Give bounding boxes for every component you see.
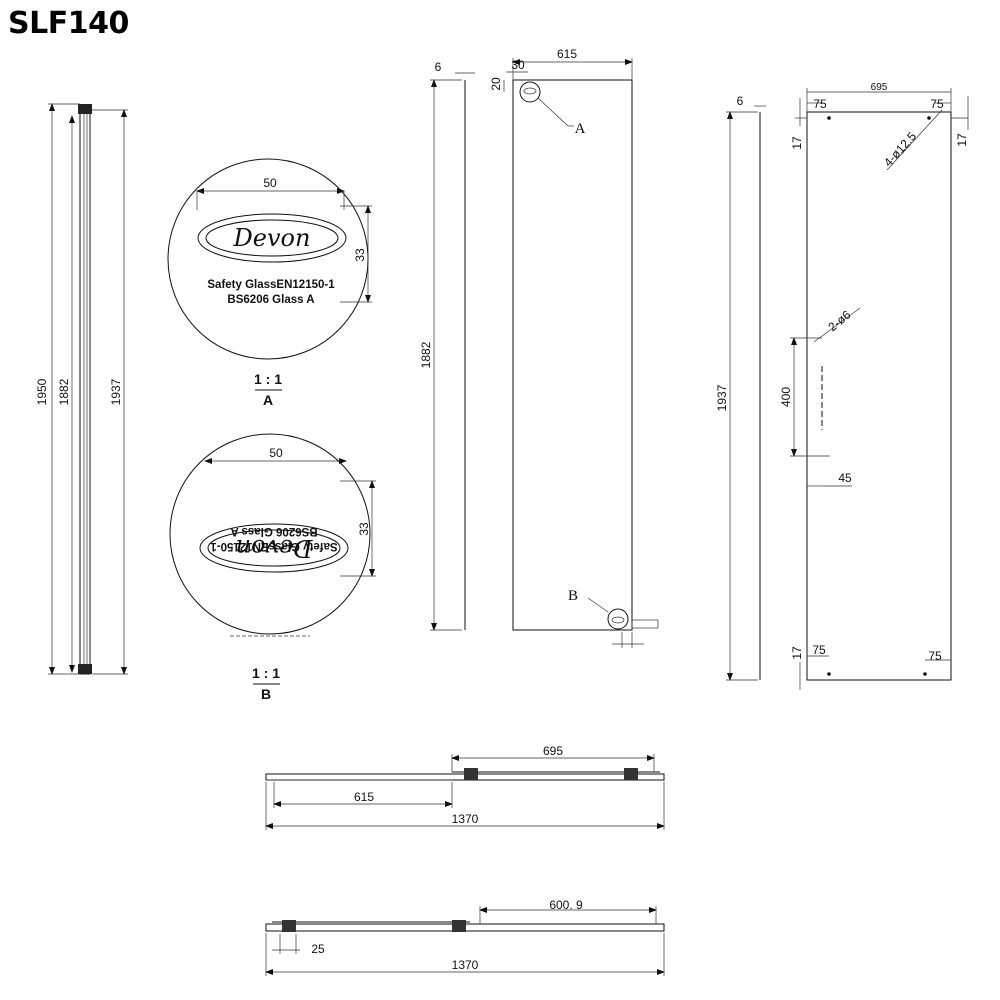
- plan-open-roller: [452, 920, 466, 932]
- logo-marker-b-inner: [611, 616, 625, 624]
- detail-b-rotated-content: Safety GlassEN12150-1 BS6206 Glass A: [210, 525, 338, 552]
- callout-b-leader: [587, 597, 609, 613]
- side-bottom-fitting: [78, 664, 92, 674]
- dim-text-1950: 1950: [35, 378, 49, 405]
- door-hole-top-left: [827, 116, 831, 120]
- handle-holes-leader: [813, 307, 861, 343]
- detail-b-scale: 1 : 1: [252, 665, 280, 681]
- side-view-left: 1950 1882 1937: [35, 103, 128, 675]
- door-hole-right-text: 75: [930, 97, 944, 111]
- plan-view-open: 600. 9 25 1370: [265, 898, 665, 976]
- fixed-offset-y-text: 20: [489, 77, 503, 91]
- side-top-fitting: [78, 104, 92, 114]
- plan-closed-door-text: 695: [543, 744, 563, 758]
- devon-logo-b-text: Devon: [236, 534, 314, 562]
- logo-marker-a: [519, 81, 541, 103]
- door-width-text: 695: [871, 82, 888, 93]
- plan-open-small-text: 25: [311, 942, 325, 956]
- plan-open-roller: [282, 920, 296, 932]
- detail-a-text-line2: BS6206 Glass A: [227, 294, 314, 306]
- detail-b-height-text: 33: [357, 522, 371, 536]
- fixed-offset-x-text: 30: [511, 58, 525, 72]
- plan-closed-roller: [464, 768, 478, 780]
- detail-a: 50 33 Devon Safety GlassEN12150-1 BS6206…: [167, 158, 372, 408]
- callout-a-label: A: [575, 121, 586, 137]
- fixed-panel-view: 6 1882 615 30 20 A B: [419, 47, 659, 648]
- detail-b-width-text: 50: [269, 446, 283, 460]
- devon-logo-a: Devon: [197, 213, 347, 263]
- detail-b-text-line1: Safety GlassEN12150-1: [210, 540, 338, 552]
- detail-a-text-line1: Safety GlassEN12150-1: [207, 279, 335, 291]
- door-bottom-left-75: 75: [812, 643, 826, 657]
- door-panel-front: [806, 111, 952, 681]
- door-holes-top-text: 4-ø12.5: [881, 129, 919, 169]
- drawing-title: SLF140: [8, 6, 129, 41]
- logo-marker-a-inner: [523, 87, 537, 95]
- fixed-width-text: 615: [557, 47, 577, 61]
- fixed-bottom-fitting: [631, 619, 659, 629]
- plan-open-opening-text: 600. 9: [549, 898, 583, 912]
- dim-text-1937: 1937: [109, 378, 123, 405]
- handle-edge-text: 45: [838, 471, 852, 485]
- detail-b: 50 33 Safety GlassEN12150-1 BS6206 Glass…: [169, 433, 376, 702]
- fixed-panel-front: [512, 79, 633, 631]
- devon-logo-a-text: Devon: [233, 224, 311, 252]
- door-hole-top-right: [927, 116, 931, 120]
- plan-closed-roller: [624, 768, 638, 780]
- plan-closed-total-text: 1370: [452, 812, 479, 826]
- door-hole-top-left-text: 17: [790, 136, 804, 150]
- plan-closed-fixed-text: 615: [354, 790, 374, 804]
- fixed-thickness-text: 6: [435, 60, 442, 74]
- door-bottom-17-text: 17: [790, 646, 804, 660]
- door-thickness-text: 6: [737, 94, 744, 108]
- door-hole-bottom-left: [827, 672, 831, 676]
- logo-marker-b: [607, 608, 629, 630]
- side-profile-outer: [79, 107, 91, 675]
- door-height-text: 1937: [715, 384, 729, 411]
- door-hole-left-text: 75: [813, 97, 827, 111]
- detail-a-label: A: [263, 392, 273, 408]
- detail-a-height-text: 33: [353, 248, 367, 262]
- callout-a-leader: [537, 97, 569, 127]
- door-hole-top-right-text: 17: [955, 133, 969, 147]
- door-bottom-right-75: 75: [928, 649, 942, 663]
- detail-b-label: B: [261, 686, 271, 702]
- holes-leader: [886, 109, 943, 171]
- callout-b-label: B: [568, 588, 578, 604]
- detail-a-width-text: 50: [263, 176, 277, 190]
- plan-view-closed: 695 615 1370: [265, 744, 665, 830]
- detail-b-text-line2: BS6206 Glass A: [230, 525, 317, 537]
- plan-open-total-text: 1370: [452, 958, 479, 972]
- door-panel-view: 6 1937 695 75 75 17 17 4-ø12.5 2-ø6 400: [715, 82, 969, 690]
- detail-a-scale: 1 : 1: [254, 371, 282, 387]
- fixed-height-text: 1882: [419, 341, 433, 368]
- handle-spacing-text: 400: [779, 387, 793, 407]
- devon-logo-b-group: Devon: [199, 523, 349, 573]
- door-hole-bottom-right: [923, 672, 927, 676]
- dim-text-1882: 1882: [57, 378, 71, 405]
